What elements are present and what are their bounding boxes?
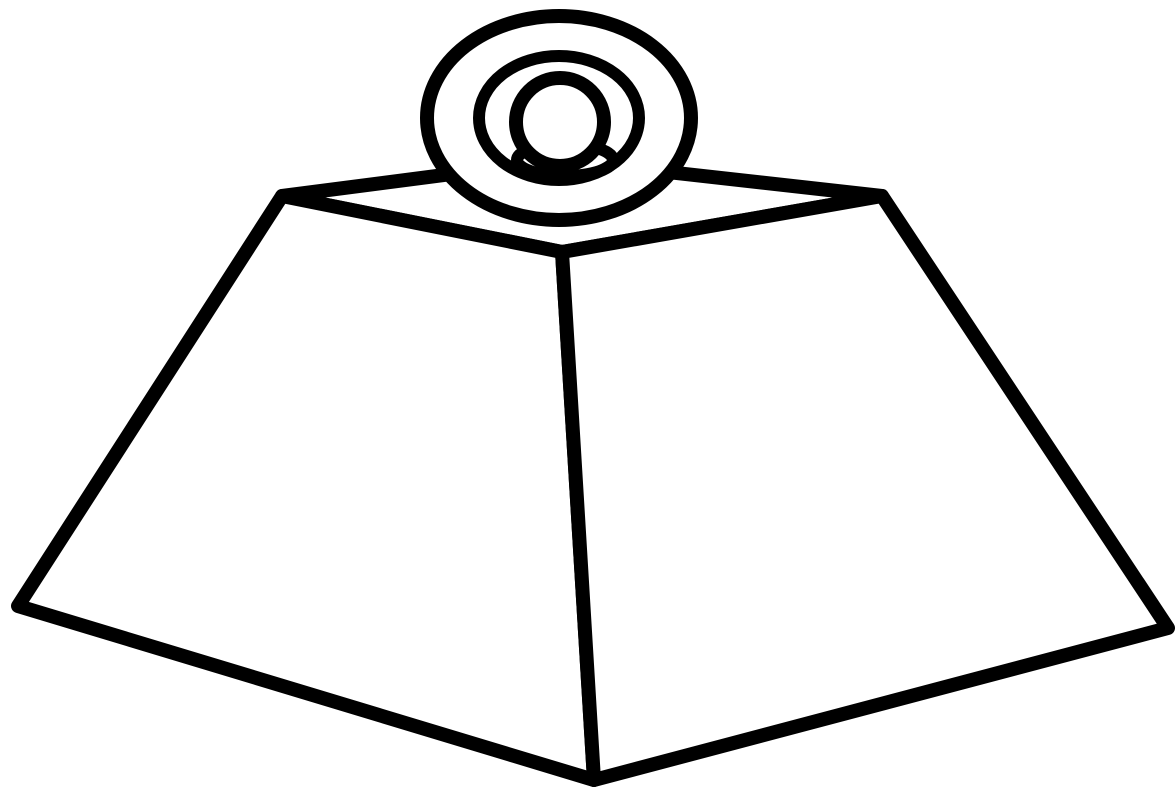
inner-sphere bbox=[516, 78, 604, 166]
frustum-left-face bbox=[18, 196, 594, 780]
frustum-right-face bbox=[562, 196, 1168, 780]
